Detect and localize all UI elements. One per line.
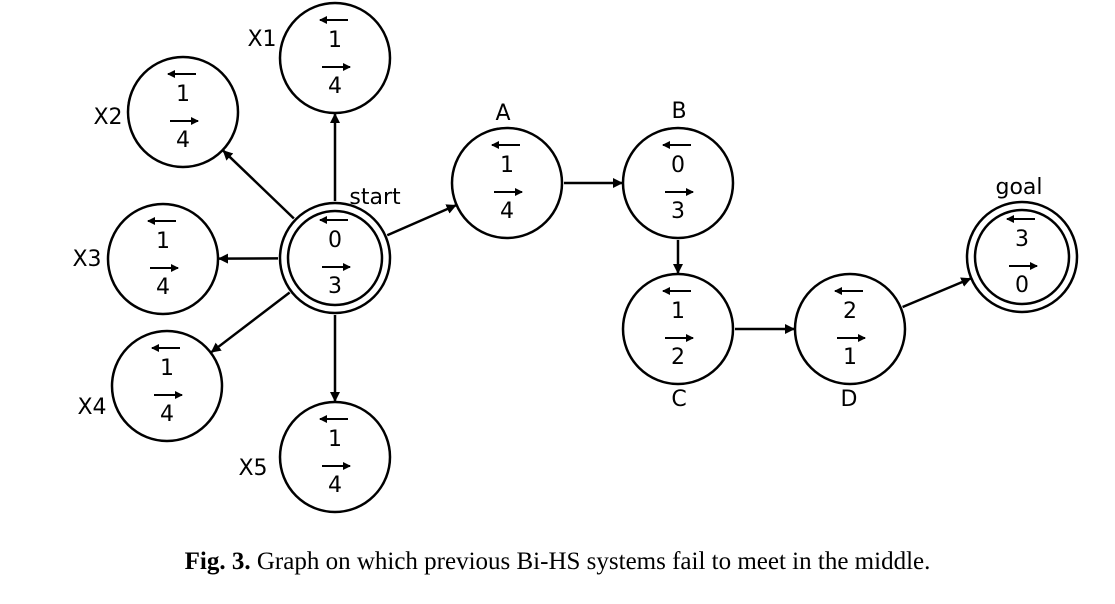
node-label: D: [841, 387, 858, 412]
node-B: 0 3 B: [621, 99, 735, 240]
backward-value: 0: [671, 153, 685, 178]
forward-value: 3: [671, 199, 685, 224]
node-label: C: [671, 387, 686, 412]
node-label: X3: [72, 247, 101, 272]
backward-value: 1: [671, 299, 685, 324]
node-A: 1 4 A: [450, 101, 564, 240]
backward-value: 0: [328, 228, 342, 253]
forward-value: 4: [176, 128, 190, 153]
backward-value: 1: [160, 356, 174, 381]
edge-start-to-A: [386, 204, 457, 237]
edge-start-to-X2: [222, 149, 295, 220]
edge-start-to-X4: [210, 291, 291, 354]
backward-value: 3: [1015, 227, 1029, 252]
node-label: A: [495, 101, 510, 126]
node-circle: [450, 126, 564, 240]
backward-value: 2: [843, 299, 857, 324]
node-circle: [126, 55, 240, 169]
backward-value: 1: [328, 427, 342, 452]
backward-value: 1: [500, 153, 514, 178]
backward-value: 1: [328, 28, 342, 53]
node-C: 1 2C: [621, 272, 735, 412]
node-circle: [278, 201, 392, 315]
node-circle: [621, 126, 735, 240]
backward-value: 1: [156, 229, 170, 254]
forward-value: 1: [843, 345, 857, 370]
node-D: 2 1D: [793, 272, 907, 412]
caption-text: Graph on which previous Bi-HS systems fa…: [256, 548, 931, 575]
node-inner-circle: [286, 209, 384, 307]
node-goal: 3 0 goal: [965, 175, 1079, 314]
forward-value: 4: [500, 199, 514, 224]
node-circle: [278, 1, 392, 115]
node-X3: 1 4 X3: [72, 202, 220, 316]
node-label: X1: [247, 27, 276, 52]
node-label: X2: [93, 105, 122, 130]
node-inner-circle: [973, 208, 1071, 306]
edge-D-to-goal: [902, 277, 972, 309]
node-start: 0 3 start: [278, 185, 401, 315]
node-X4: 1 4 X4: [77, 329, 224, 443]
figure-caption: Fig. 3. Graph on which previous Bi-HS sy…: [0, 548, 1115, 576]
node-circle: [110, 329, 224, 443]
forward-value: 0: [1015, 273, 1029, 298]
node-circle: [621, 272, 735, 386]
forward-value: 4: [328, 473, 342, 498]
node-circle: [278, 400, 392, 514]
forward-value: 4: [160, 402, 174, 427]
forward-value: 2: [671, 345, 685, 370]
edges-layer: [210, 113, 972, 402]
node-circle: [793, 272, 907, 386]
caption-prefix: Fig. 3.: [184, 548, 251, 575]
node-X2: 1 4 X2: [93, 55, 240, 169]
node-X5: 1 4 X5: [238, 400, 392, 514]
node-label: X5: [238, 456, 267, 481]
forward-value: 4: [156, 275, 170, 300]
forward-value: 3: [328, 274, 342, 299]
node-label: X4: [77, 395, 106, 420]
node-label: goal: [995, 175, 1042, 200]
node-label: B: [671, 99, 686, 124]
nodes-layer: 03start14X114X214X314X414X514A03B12C21D3…: [72, 1, 1079, 514]
backward-value: 1: [176, 82, 190, 107]
node-circle: [965, 200, 1079, 314]
forward-value: 4: [328, 74, 342, 99]
node-circle: [106, 202, 220, 316]
node-label: start: [349, 185, 401, 210]
node-X1: 1 4 X1: [247, 1, 392, 115]
graph-diagram: 03start14X114X214X314X414X514A03B12C21D3…: [72, 1, 1079, 514]
